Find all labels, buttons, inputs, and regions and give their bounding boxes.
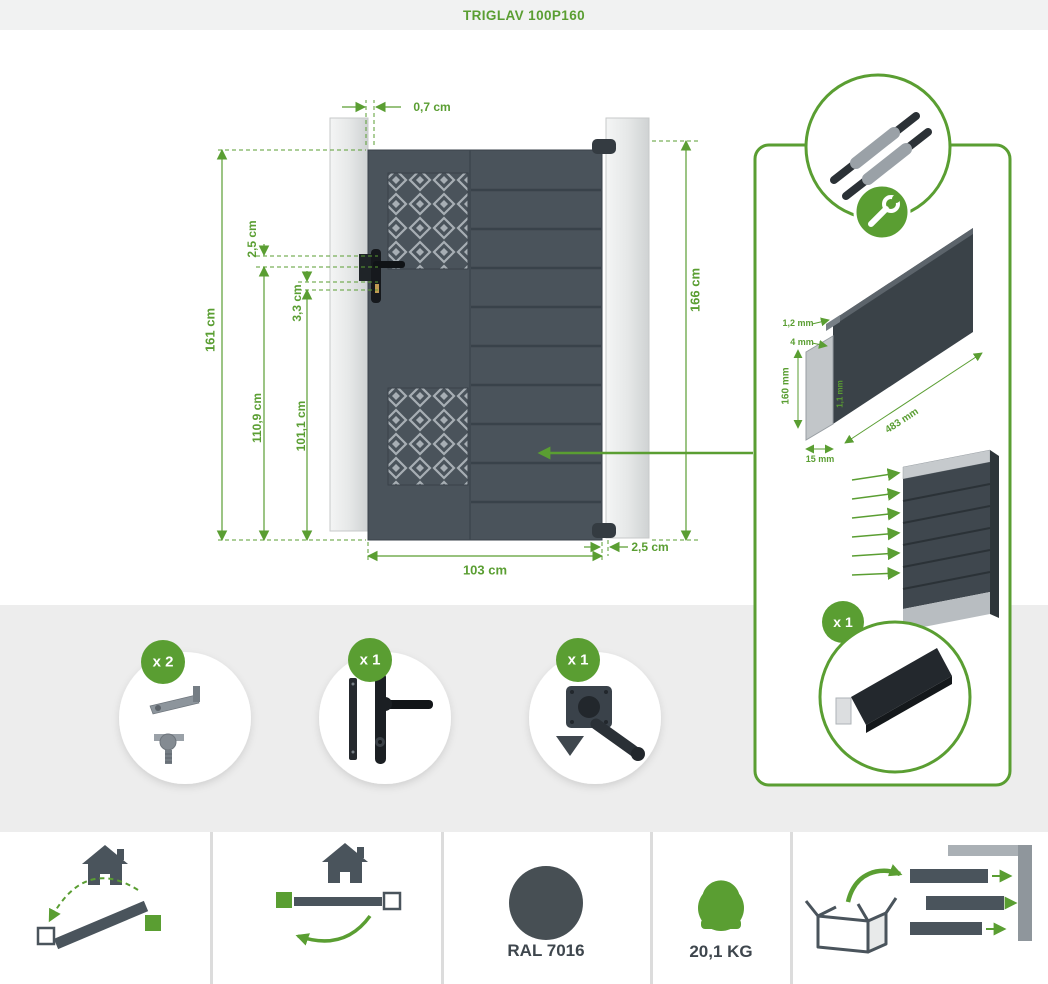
weight-label: 20,1 KG	[689, 942, 753, 961]
dimension-lines	[216, 100, 753, 562]
gate-leaf	[359, 139, 616, 541]
left-post	[329, 117, 369, 532]
profile-length-label: 483 mm	[883, 406, 921, 436]
profile-depth-label: 15 mm	[805, 454, 835, 464]
dim-gate-width-label: 103 cm	[462, 562, 508, 578]
profile-wall-label: 1,1 mm	[835, 380, 845, 408]
dim-bottom-gap-label: 2,5 cm	[631, 540, 669, 554]
color-panel	[444, 832, 650, 984]
dim-gate-height-label: 161 cm	[202, 307, 218, 353]
hinges-count-badge-label: x 2	[152, 653, 174, 671]
slat-pointer-arrows	[851, 468, 901, 580]
profile-count-badge-label: x 1	[833, 614, 853, 630]
panel-cross-section	[902, 449, 999, 631]
dim-handle-offset-label: 2,5 cm	[245, 220, 259, 258]
decorative-panel-bottom	[387, 387, 469, 486]
profile-lip-label: 4 mm	[790, 337, 814, 347]
hinges-photo-circle	[804, 73, 952, 221]
gate-posts	[329, 117, 650, 539]
latch-count-badge-label: x 1	[567, 651, 589, 669]
assembly-panel	[793, 832, 1048, 984]
adjustable-hinges-image	[830, 112, 932, 200]
profile-3d-drawing	[805, 228, 973, 441]
swing-left-panel	[0, 832, 210, 984]
gate-handle	[359, 249, 405, 303]
profile-thickness-label: 1,2 mm	[782, 318, 814, 328]
top-hinge	[592, 139, 616, 154]
dim-handle-height2-label: 101,1 cm	[294, 400, 308, 452]
ral-color-label: RAL 7016	[507, 941, 585, 960]
bottom-hinge	[592, 523, 616, 538]
dim-lock-spacing-label: 3,3 cm	[290, 284, 304, 322]
wrench-icon	[868, 195, 900, 227]
swing-right-panel	[213, 832, 441, 984]
footer-row	[0, 832, 1048, 984]
gate-slat-lines	[471, 188, 601, 504]
dim-top-gap-label: 0,7 cm	[413, 100, 451, 114]
right-post	[605, 117, 650, 539]
hardware-band	[0, 605, 1048, 832]
product-title: TRIGLAV 100P160	[462, 7, 586, 23]
dim-post-height-label: 166 cm	[687, 267, 703, 313]
quality-badge-circle	[853, 183, 911, 241]
lock-count-badge-label: x 1	[359, 651, 381, 669]
header-bar: TRIGLAV 100P160	[0, 0, 1048, 30]
gate-body	[367, 149, 603, 541]
decorative-panel-top	[387, 172, 469, 270]
key-icon	[375, 284, 379, 293]
dim-handle-height1-label: 110,9 cm	[250, 392, 264, 444]
profile-height-label: 160 mm	[780, 367, 792, 405]
